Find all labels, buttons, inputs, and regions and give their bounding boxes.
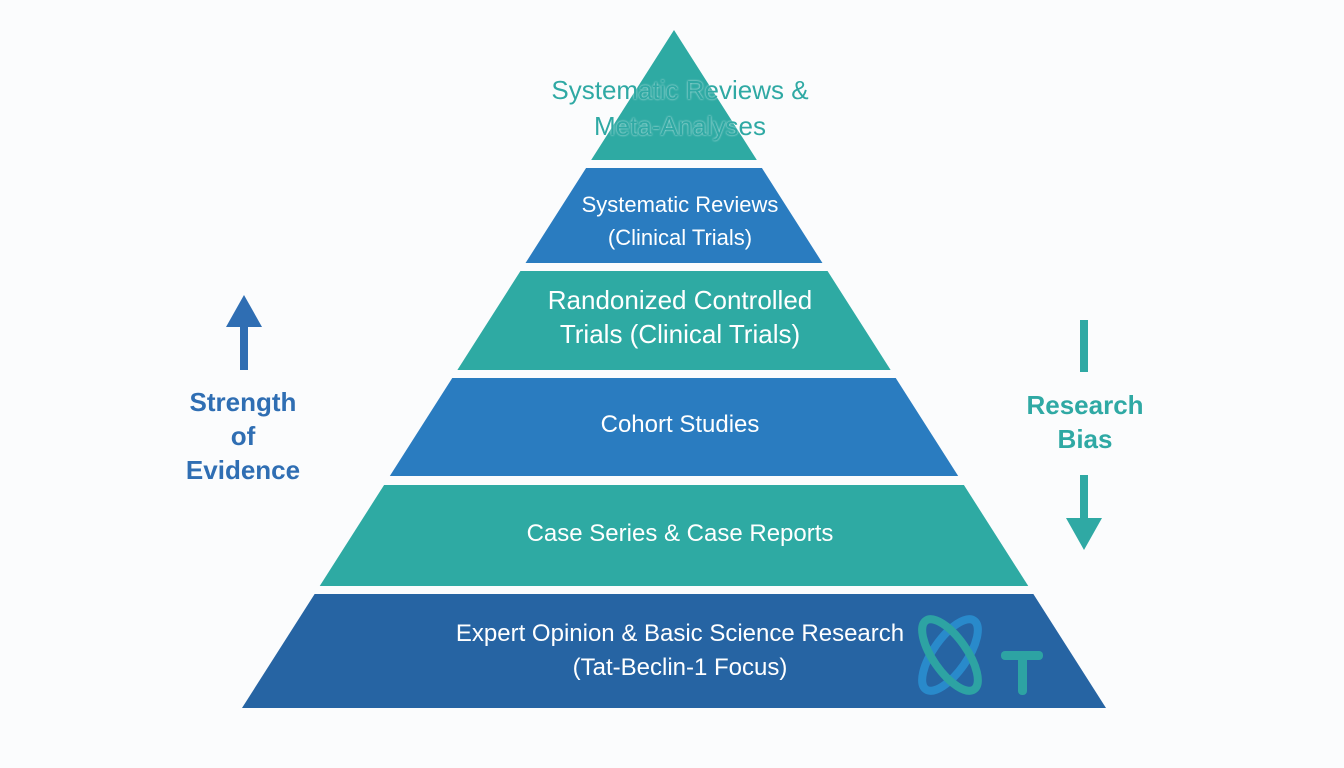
pyramid-tier-2 bbox=[525, 168, 823, 263]
tier-5-label-line-1: Case Series & Case Reports bbox=[526, 520, 834, 547]
tier-6-label-line-2: (Tat-Beclin-1 Focus) bbox=[572, 654, 788, 681]
pyramid-tier-1 bbox=[591, 30, 757, 160]
pyramid-tier-4 bbox=[389, 378, 959, 476]
strength-of-evidence-label-line-1: Strength bbox=[189, 387, 297, 417]
pyramid-tier-6 bbox=[242, 594, 1106, 708]
xt-logo-icon bbox=[918, 615, 1043, 695]
tier-6-label-line-1: Expert Opinion & Basic Science Research bbox=[455, 620, 905, 647]
arrow-down-icon bbox=[1066, 320, 1102, 550]
tier-3-label-line-2: Trials (Clinical Trials) bbox=[559, 319, 801, 349]
strength-of-evidence-label-line-2: of bbox=[230, 421, 256, 451]
arrow-up-icon bbox=[226, 295, 262, 370]
tier-3-label-line-1: Randonized Controlled bbox=[547, 285, 813, 315]
pyramid-tier-3 bbox=[457, 271, 891, 370]
tier-4-label-line-1: Cohort Studies bbox=[600, 411, 760, 438]
pyramid-tier-5 bbox=[319, 485, 1029, 586]
strength-of-evidence-label-line-3: Evidence bbox=[185, 455, 301, 485]
tier-2-label-line-2: (Clinical Trials) bbox=[607, 225, 753, 250]
tier-1-label-line-1: Systematic Reviews & bbox=[551, 75, 809, 105]
tier-1-label-line-2: Meta-Analyses bbox=[594, 111, 766, 141]
research-bias-label-line-2: Bias bbox=[1057, 424, 1113, 454]
research-bias-label-line-1: Research bbox=[1026, 390, 1144, 420]
tier-2-label-line-1: Systematic Reviews bbox=[581, 192, 779, 217]
